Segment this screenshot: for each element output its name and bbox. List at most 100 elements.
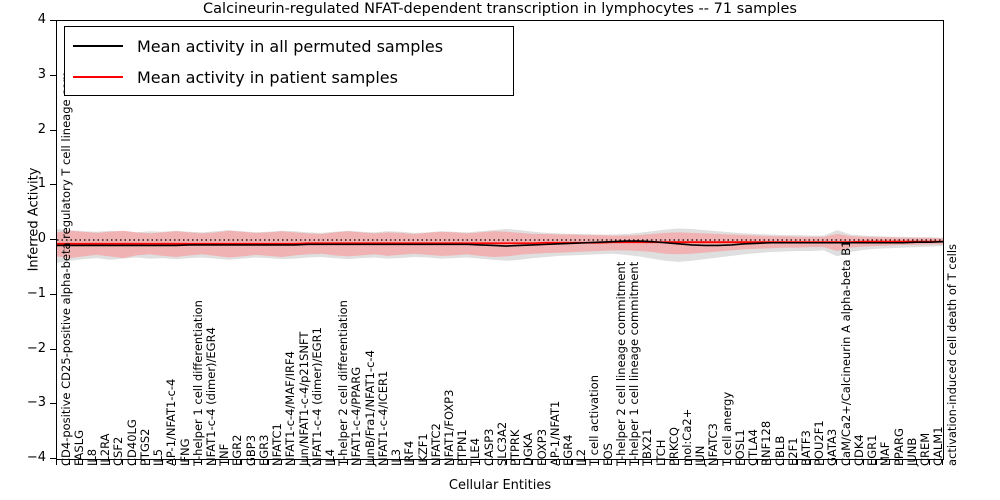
- x-axis-tick-label: IL8: [84, 448, 99, 466]
- x-axis-tick: [201, 460, 203, 465]
- x-axis-tick: [360, 460, 362, 465]
- x-axis-tick-label: CBLB: [772, 435, 787, 466]
- legend-label-patient: Mean activity in patient samples: [137, 67, 398, 87]
- x-axis-tick-label: DGKA: [521, 433, 536, 466]
- x-axis-tick: [280, 460, 282, 465]
- x-axis-tick: [399, 460, 401, 465]
- x-axis-tick: [770, 460, 772, 465]
- x-axis-tick-label: NFATC2: [428, 423, 443, 466]
- x-axis-tick: [479, 460, 481, 465]
- x-axis-tick: [69, 460, 71, 465]
- y-axis-tick: [50, 74, 56, 76]
- x-axis-tick: [439, 460, 441, 465]
- x-axis-tick-label: NFATC3: [706, 423, 721, 466]
- x-axis-tick-label: PPARG: [891, 428, 906, 466]
- x-axis-tick: [677, 460, 679, 465]
- x-axis-tick: [373, 460, 375, 465]
- x-axis-tick: [267, 460, 269, 465]
- y-axis-tick: [50, 20, 56, 21]
- x-axis-tick: [492, 460, 494, 465]
- x-axis-tick: [558, 460, 560, 465]
- x-axis-tick-label: FOS: [600, 443, 615, 466]
- x-axis-tick-label: mol:Ca2+: [680, 408, 695, 466]
- x-axis-tick: [122, 460, 124, 465]
- x-axis-tick-label: T-helper 1 cell differentiation: [190, 300, 205, 466]
- x-axis-tick-label: NFAT1-c-4/ICER1: [375, 370, 390, 466]
- y-axis-tick-label: −2: [26, 340, 46, 356]
- x-axis-tick: [889, 460, 891, 465]
- x-axis-label: Cellular Entities: [448, 478, 552, 493]
- x-axis-tick-label: MAF: [878, 441, 893, 466]
- y-axis-tick-label: 2: [37, 121, 46, 137]
- legend-swatch-permuted: [73, 45, 123, 47]
- x-axis-tick-label: EGR4: [561, 434, 575, 467]
- y-axis-tick-label: 0: [37, 231, 46, 246]
- x-axis-tick: [584, 460, 586, 465]
- x-axis-tick-label: NFAT1-c-4 (dimer)/EGR1: [309, 327, 324, 466]
- x-axis-tick: [730, 460, 732, 465]
- x-axis-tick: [862, 460, 864, 465]
- x-axis-tick: [56, 460, 57, 465]
- x-axis-tick-label: activation-induced cell death of T cells: [944, 243, 959, 466]
- x-axis-tick: [875, 460, 877, 465]
- x-axis-tick-label: EGR3: [256, 434, 271, 467]
- x-axis-tick: [756, 460, 758, 465]
- x-axis-tick: [148, 460, 150, 465]
- x-axis-tick-label: E2F1: [785, 437, 800, 466]
- x-axis-tick: [294, 460, 296, 465]
- x-axis-tick-label: FASLG: [71, 429, 86, 466]
- plot-canvas: [57, 228, 943, 263]
- y-axis-tick: [50, 403, 56, 405]
- x-axis-tick-label: AP-1/NFAT1: [547, 400, 562, 466]
- x-axis-tick: [241, 460, 243, 465]
- x-axis-tick: [624, 460, 626, 465]
- x-axis-tick-label: RNF128: [759, 420, 774, 466]
- x-axis-tick-label: FOXP3: [534, 428, 549, 466]
- y-axis-tick-label: −1: [26, 285, 46, 301]
- x-axis-tick: [598, 460, 600, 465]
- y-axis-tick: [50, 458, 56, 459]
- x-axis-tick-label: IRF4: [402, 440, 417, 466]
- x-axis-tick: [108, 460, 110, 465]
- x-axis-tick-label: JUN: [693, 445, 708, 466]
- x-axis-tick-label: IL2RA: [98, 433, 113, 466]
- x-axis-tick: [796, 460, 798, 465]
- x-axis-tick-label: IL2: [574, 448, 589, 466]
- x-axis-tick-label: CASP3: [481, 428, 496, 466]
- x-axis-tick-label: PTGS2: [137, 428, 152, 467]
- x-axis-tick: [809, 460, 811, 465]
- patient-confidence-band: [57, 230, 943, 259]
- x-axis-tick-label: IL4: [322, 448, 337, 466]
- x-axis-tick: [743, 460, 745, 465]
- x-axis-tick-label: GATA3: [825, 428, 840, 466]
- legend-swatch-patient: [73, 76, 123, 78]
- y-axis-tick: [50, 184, 56, 186]
- x-axis-tick-label: TNF: [217, 443, 232, 466]
- x-axis-tick-label: IL5: [151, 448, 166, 466]
- x-axis-tick-label: NFAT1-c-4 (dimer)/EGR4: [203, 327, 218, 466]
- x-axis-tick: [505, 460, 507, 465]
- x-axis-tick: [928, 460, 930, 465]
- x-axis-tick: [161, 460, 163, 465]
- x-axis-tick-label: TBX21: [640, 428, 655, 466]
- x-axis-tick-label: CDK4: [851, 434, 866, 466]
- x-axis-tick-label: NFAT1-c-4/MAF/IRF4: [283, 351, 298, 466]
- x-axis-tick: [651, 460, 653, 465]
- x-axis-tick: [611, 460, 613, 465]
- y-axis-tick: [50, 348, 56, 350]
- x-axis-tick: [902, 460, 904, 465]
- x-axis-tick-label: NFAT1-c-4/PPARG: [349, 366, 364, 466]
- permuted-mean-line: [57, 240, 943, 247]
- x-axis-tick-label: CaM/Ca2+/Calcineurin A alpha-beta B1: [838, 240, 853, 466]
- x-axis-tick: [413, 460, 415, 465]
- x-axis-tick: [175, 460, 176, 465]
- x-axis-tick: [915, 460, 917, 465]
- x-axis-tick-label: EGR2: [230, 434, 245, 467]
- x-axis-tick-label: T cell activation: [587, 374, 602, 466]
- x-axis-tick-label: PRKCQ: [666, 427, 681, 466]
- x-axis-tick-label: CD40LG: [124, 419, 139, 466]
- x-axis-tick: [254, 460, 256, 465]
- x-axis-tick: [465, 460, 467, 465]
- legend-item-permuted: Mean activity in all permuted samples: [73, 32, 443, 60]
